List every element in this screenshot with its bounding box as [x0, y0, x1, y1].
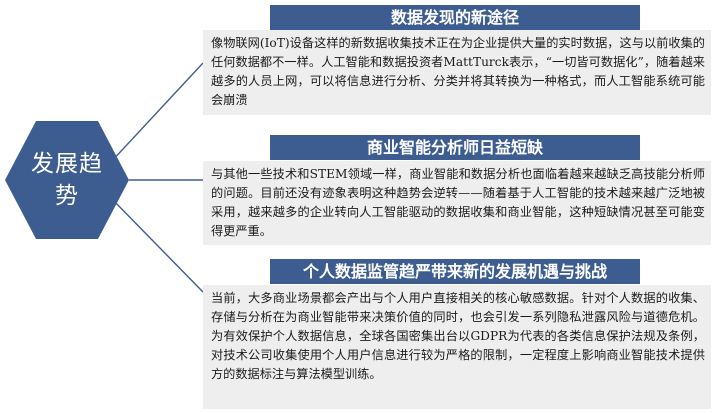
section-title-personal-data-regulation: 个人数据监管趋严带来新的发展机遇与挑战: [270, 259, 640, 284]
section-title-analyst-shortage: 商业智能分析师日益短缺: [270, 135, 640, 160]
section-body-new-data-discovery: 像物联网(IoT)设备这样的新数据收集技术正在为企业提供大量的实时数据，这与以前…: [203, 30, 711, 115]
section-body-personal-data-regulation: 当前，大多商业场景都会产出与个人用户直接相关的核心敏感数据。针对个人数据的收集、…: [203, 285, 711, 409]
section-title-new-data-discovery: 数据发现的新途径: [270, 5, 640, 30]
connector-line-bottom: [109, 196, 204, 293]
section-body-analyst-shortage: 与其他一些技术和STEM领域一样，商业智能和数据分析也面临着越来越缺乏高技能分析…: [203, 161, 711, 245]
center-hexagon: 发展趋势: [5, 121, 129, 239]
connector-line-top: [109, 62, 204, 164]
center-label: 发展趋势: [31, 151, 103, 209]
